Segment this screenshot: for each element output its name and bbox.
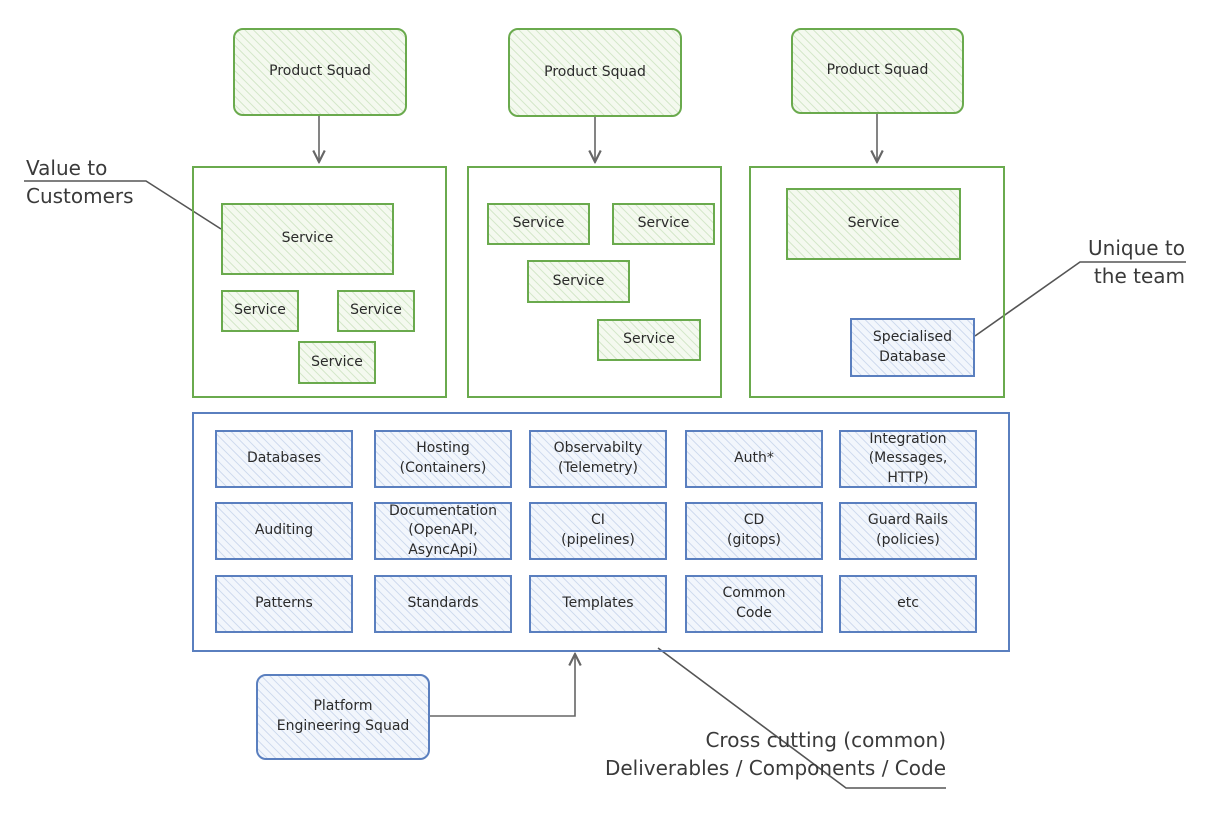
annotation-cross-line-2: Deliverables / Components / Code xyxy=(604,755,946,780)
leader-cross-cutting xyxy=(657,647,946,789)
platform-component-ci: CI (pipelines) xyxy=(529,502,667,560)
squad-2-service: Service xyxy=(597,319,701,361)
platform-component-auth: Auth* xyxy=(685,430,823,488)
platform-component-databases: Databases xyxy=(215,430,353,488)
annotation-unique-line-1: Unique to xyxy=(1088,236,1185,260)
platform-component-guard-rails: Guard Rails (policies) xyxy=(839,502,977,560)
annotation-unique-line-2: the team xyxy=(1093,263,1185,288)
platform-component-observability: Observabilty (Telemetry) xyxy=(529,430,667,488)
annotation-value-to-customers: Value to Customers xyxy=(26,155,134,210)
platform-component-patterns: Patterns xyxy=(215,575,353,633)
product-squad-1: Product Squad xyxy=(233,28,407,116)
squad-1-service: Service xyxy=(221,203,394,275)
platform-component-documentation: Documentation (OpenAPI, AsyncApi) xyxy=(374,502,512,560)
platform-component-etc: etc xyxy=(839,575,977,633)
arrow-platform-squad xyxy=(430,654,575,717)
squad-1-service: Service xyxy=(337,290,415,332)
specialised-database: Specialised Database xyxy=(850,318,975,377)
platform-engineering-squad: Platform Engineering Squad xyxy=(256,674,430,760)
annotation-cross-cutting: Cross cutting (common) Deliverables / Co… xyxy=(605,727,946,782)
annotation-unique-to-team: Unique to the team xyxy=(1088,235,1185,290)
platform-component-common-code: Common Code xyxy=(685,575,823,633)
platform-component-standards: Standards xyxy=(374,575,512,633)
squad-1-service: Service xyxy=(221,290,299,332)
squad-2-service: Service xyxy=(487,203,590,245)
platform-component-cd: CD (gitops) xyxy=(685,502,823,560)
squad-1-service: Service xyxy=(298,341,376,384)
annotation-value-line-1: Value to xyxy=(26,156,108,180)
leader-unique-to-team xyxy=(974,261,1186,337)
annotation-value-line-2: Customers xyxy=(26,183,134,208)
leader-value-to-customers xyxy=(24,180,222,230)
squad-2-service: Service xyxy=(527,260,630,303)
squad-2-area xyxy=(467,166,722,398)
platform-component-hosting: Hosting (Containers) xyxy=(374,430,512,488)
product-squad-3: Product Squad xyxy=(791,28,964,114)
annotation-cross-line-1: Cross cutting (common) xyxy=(705,728,946,752)
squad-1-area xyxy=(192,166,447,398)
platform-area xyxy=(192,412,1010,652)
product-squad-2: Product Squad xyxy=(508,28,682,117)
squad-3-service: Service xyxy=(786,188,961,260)
platform-component-templates: Templates xyxy=(529,575,667,633)
platform-component-auditing: Auditing xyxy=(215,502,353,560)
squad-3-area xyxy=(749,166,1005,398)
squad-2-service: Service xyxy=(612,203,715,245)
platform-component-integration: Integration (Messages, HTTP) xyxy=(839,430,977,488)
